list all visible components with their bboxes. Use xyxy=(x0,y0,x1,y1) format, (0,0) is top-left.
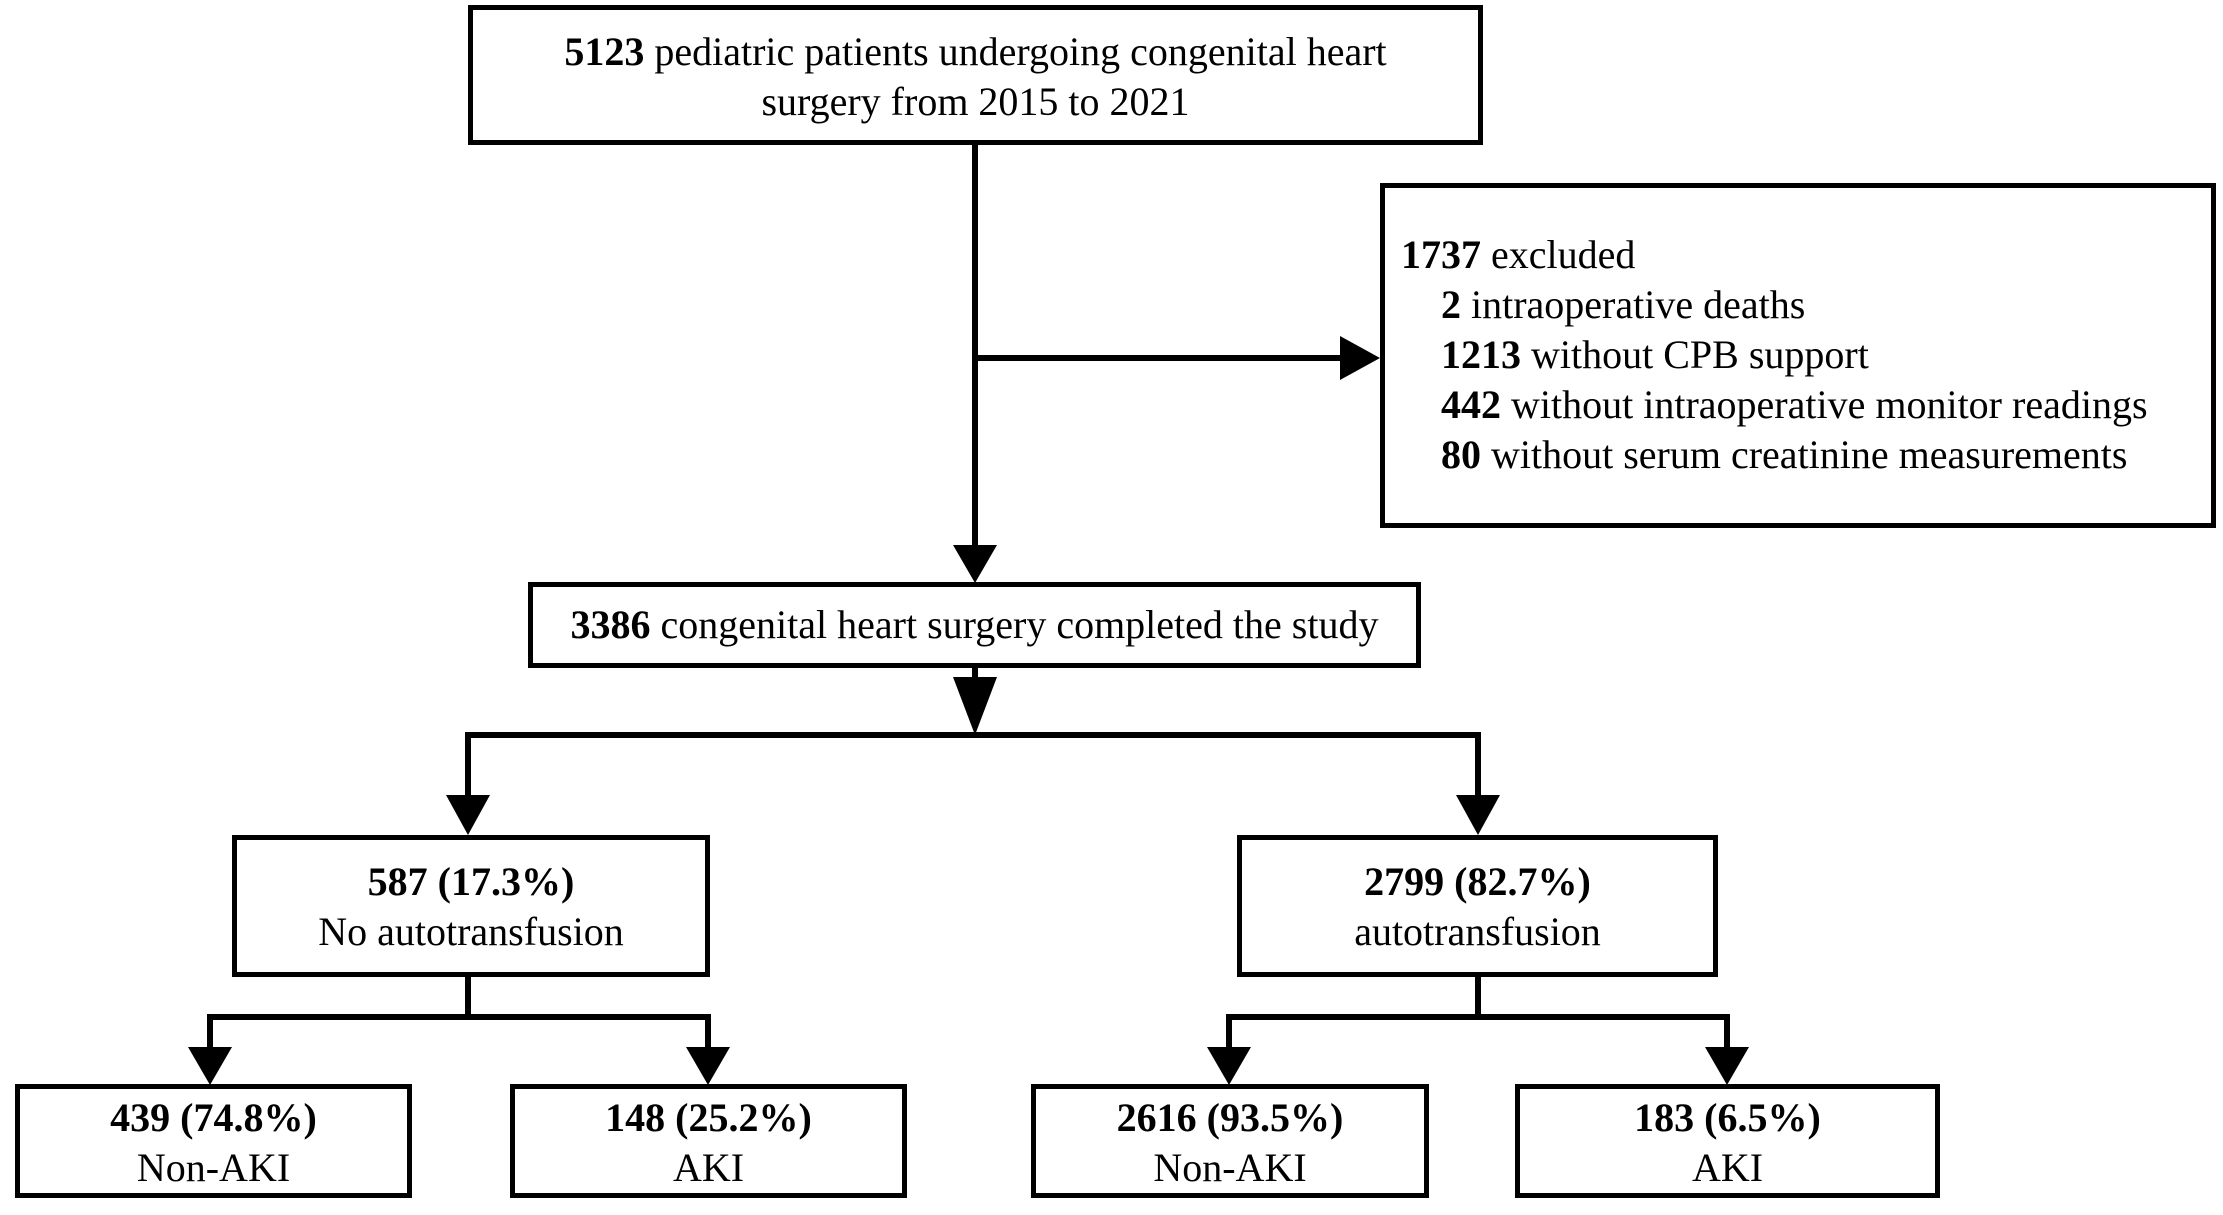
outcome-label: Non-AKI xyxy=(136,1145,291,1190)
arrowhead-to-no-autotransfusion xyxy=(446,795,490,835)
arrowhead-to-left-aki xyxy=(686,1047,730,1085)
excluded-count: 1737 xyxy=(1401,232,1481,277)
excluded-reason-count: 80 xyxy=(1441,432,1481,477)
outcome-count: 2616 (93.5%) xyxy=(1116,1095,1344,1140)
arrowhead-to-right-aki xyxy=(1705,1047,1749,1085)
outcome-count: 183 (6.5%) xyxy=(1634,1095,1821,1140)
outcome-label: Non-AKI xyxy=(1153,1145,1307,1190)
no-autotransfusion-label: No autotransfusion xyxy=(318,909,624,954)
excluded-reason-text: without CPB support xyxy=(1521,332,1869,377)
no-autotransfusion-aki-box: 148 (25.2%) AKI xyxy=(510,1084,907,1198)
completed-study-line: 3386 congenital heart surgery completed … xyxy=(533,600,1416,650)
no-autotransfusion-non-aki-box: 439 (74.8%) Non-AKI xyxy=(15,1084,412,1198)
outcome-label: AKI xyxy=(672,1145,745,1190)
autotransfusion-count: 2799 (82.7%) xyxy=(1364,859,1591,904)
excluded-reason-text: without intraoperative monitor readings xyxy=(1501,382,2148,427)
excluded-reason-text: without serum creatinine measurements xyxy=(1481,432,2128,477)
outcome-count: 148 (25.2%) xyxy=(605,1095,812,1140)
arrowhead-to-autotransfusion xyxy=(1456,795,1500,835)
arrowhead-completed-split xyxy=(953,677,997,735)
no-autotransfusion-box: 587 (17.3%) No autotransfusion xyxy=(232,835,710,977)
autotransfusion-label: autotransfusion xyxy=(1354,909,1601,954)
completed-text: congenital heart surgery completed the s… xyxy=(650,602,1379,647)
autotransfusion-aki-box: 183 (6.5%) AKI xyxy=(1515,1084,1940,1198)
initial-cohort-line2: surgery from 2015 to 2021 xyxy=(761,79,1190,124)
completed-study-box: 3386 congenital heart surgery completed … xyxy=(528,582,1421,668)
excluded-reason-count: 1213 xyxy=(1441,332,1521,377)
excluded-reason-monitor: 442 without intraoperative monitor readi… xyxy=(1401,380,2211,430)
excluded-reason-count: 2 xyxy=(1441,282,1461,327)
excluded-reason-text: intraoperative deaths xyxy=(1461,282,1806,327)
arrowhead-to-excluded xyxy=(1340,336,1380,380)
initial-cohort-count: 5123 xyxy=(564,29,645,74)
initial-cohort-line1: 5123 pediatric patients undergoing conge… xyxy=(473,27,1478,77)
excluded-box: 1737 excluded 2 intraoperative deaths 12… xyxy=(1380,183,2216,528)
excluded-reason-deaths: 2 intraoperative deaths xyxy=(1401,280,2211,330)
outcome-count: 439 (74.8%) xyxy=(110,1095,317,1140)
no-autotransfusion-count: 587 (17.3%) xyxy=(367,859,575,904)
autotransfusion-non-aki-box: 2616 (93.5%) Non-AKI xyxy=(1031,1084,1429,1198)
excluded-label: excluded xyxy=(1481,232,1636,277)
arrowhead-to-left-non-aki xyxy=(188,1047,232,1085)
autotransfusion-box: 2799 (82.7%) autotransfusion xyxy=(1237,835,1718,977)
excluded-reason-cpb: 1213 without CPB support xyxy=(1401,330,2211,380)
excluded-reason-count: 442 xyxy=(1441,382,1501,427)
outcome-label: AKI xyxy=(1691,1145,1764,1190)
excluded-total: 1737 excluded xyxy=(1401,230,2211,280)
arrowhead-to-completed xyxy=(953,545,997,583)
initial-cohort-text: pediatric patients undergoing congenital… xyxy=(644,29,1387,74)
excluded-reason-creatinine: 80 without serum creatinine measurements xyxy=(1401,430,2211,480)
arrowhead-to-right-non-aki xyxy=(1207,1047,1251,1085)
initial-cohort-box: 5123 pediatric patients undergoing conge… xyxy=(468,5,1483,145)
completed-count: 3386 xyxy=(570,602,651,647)
